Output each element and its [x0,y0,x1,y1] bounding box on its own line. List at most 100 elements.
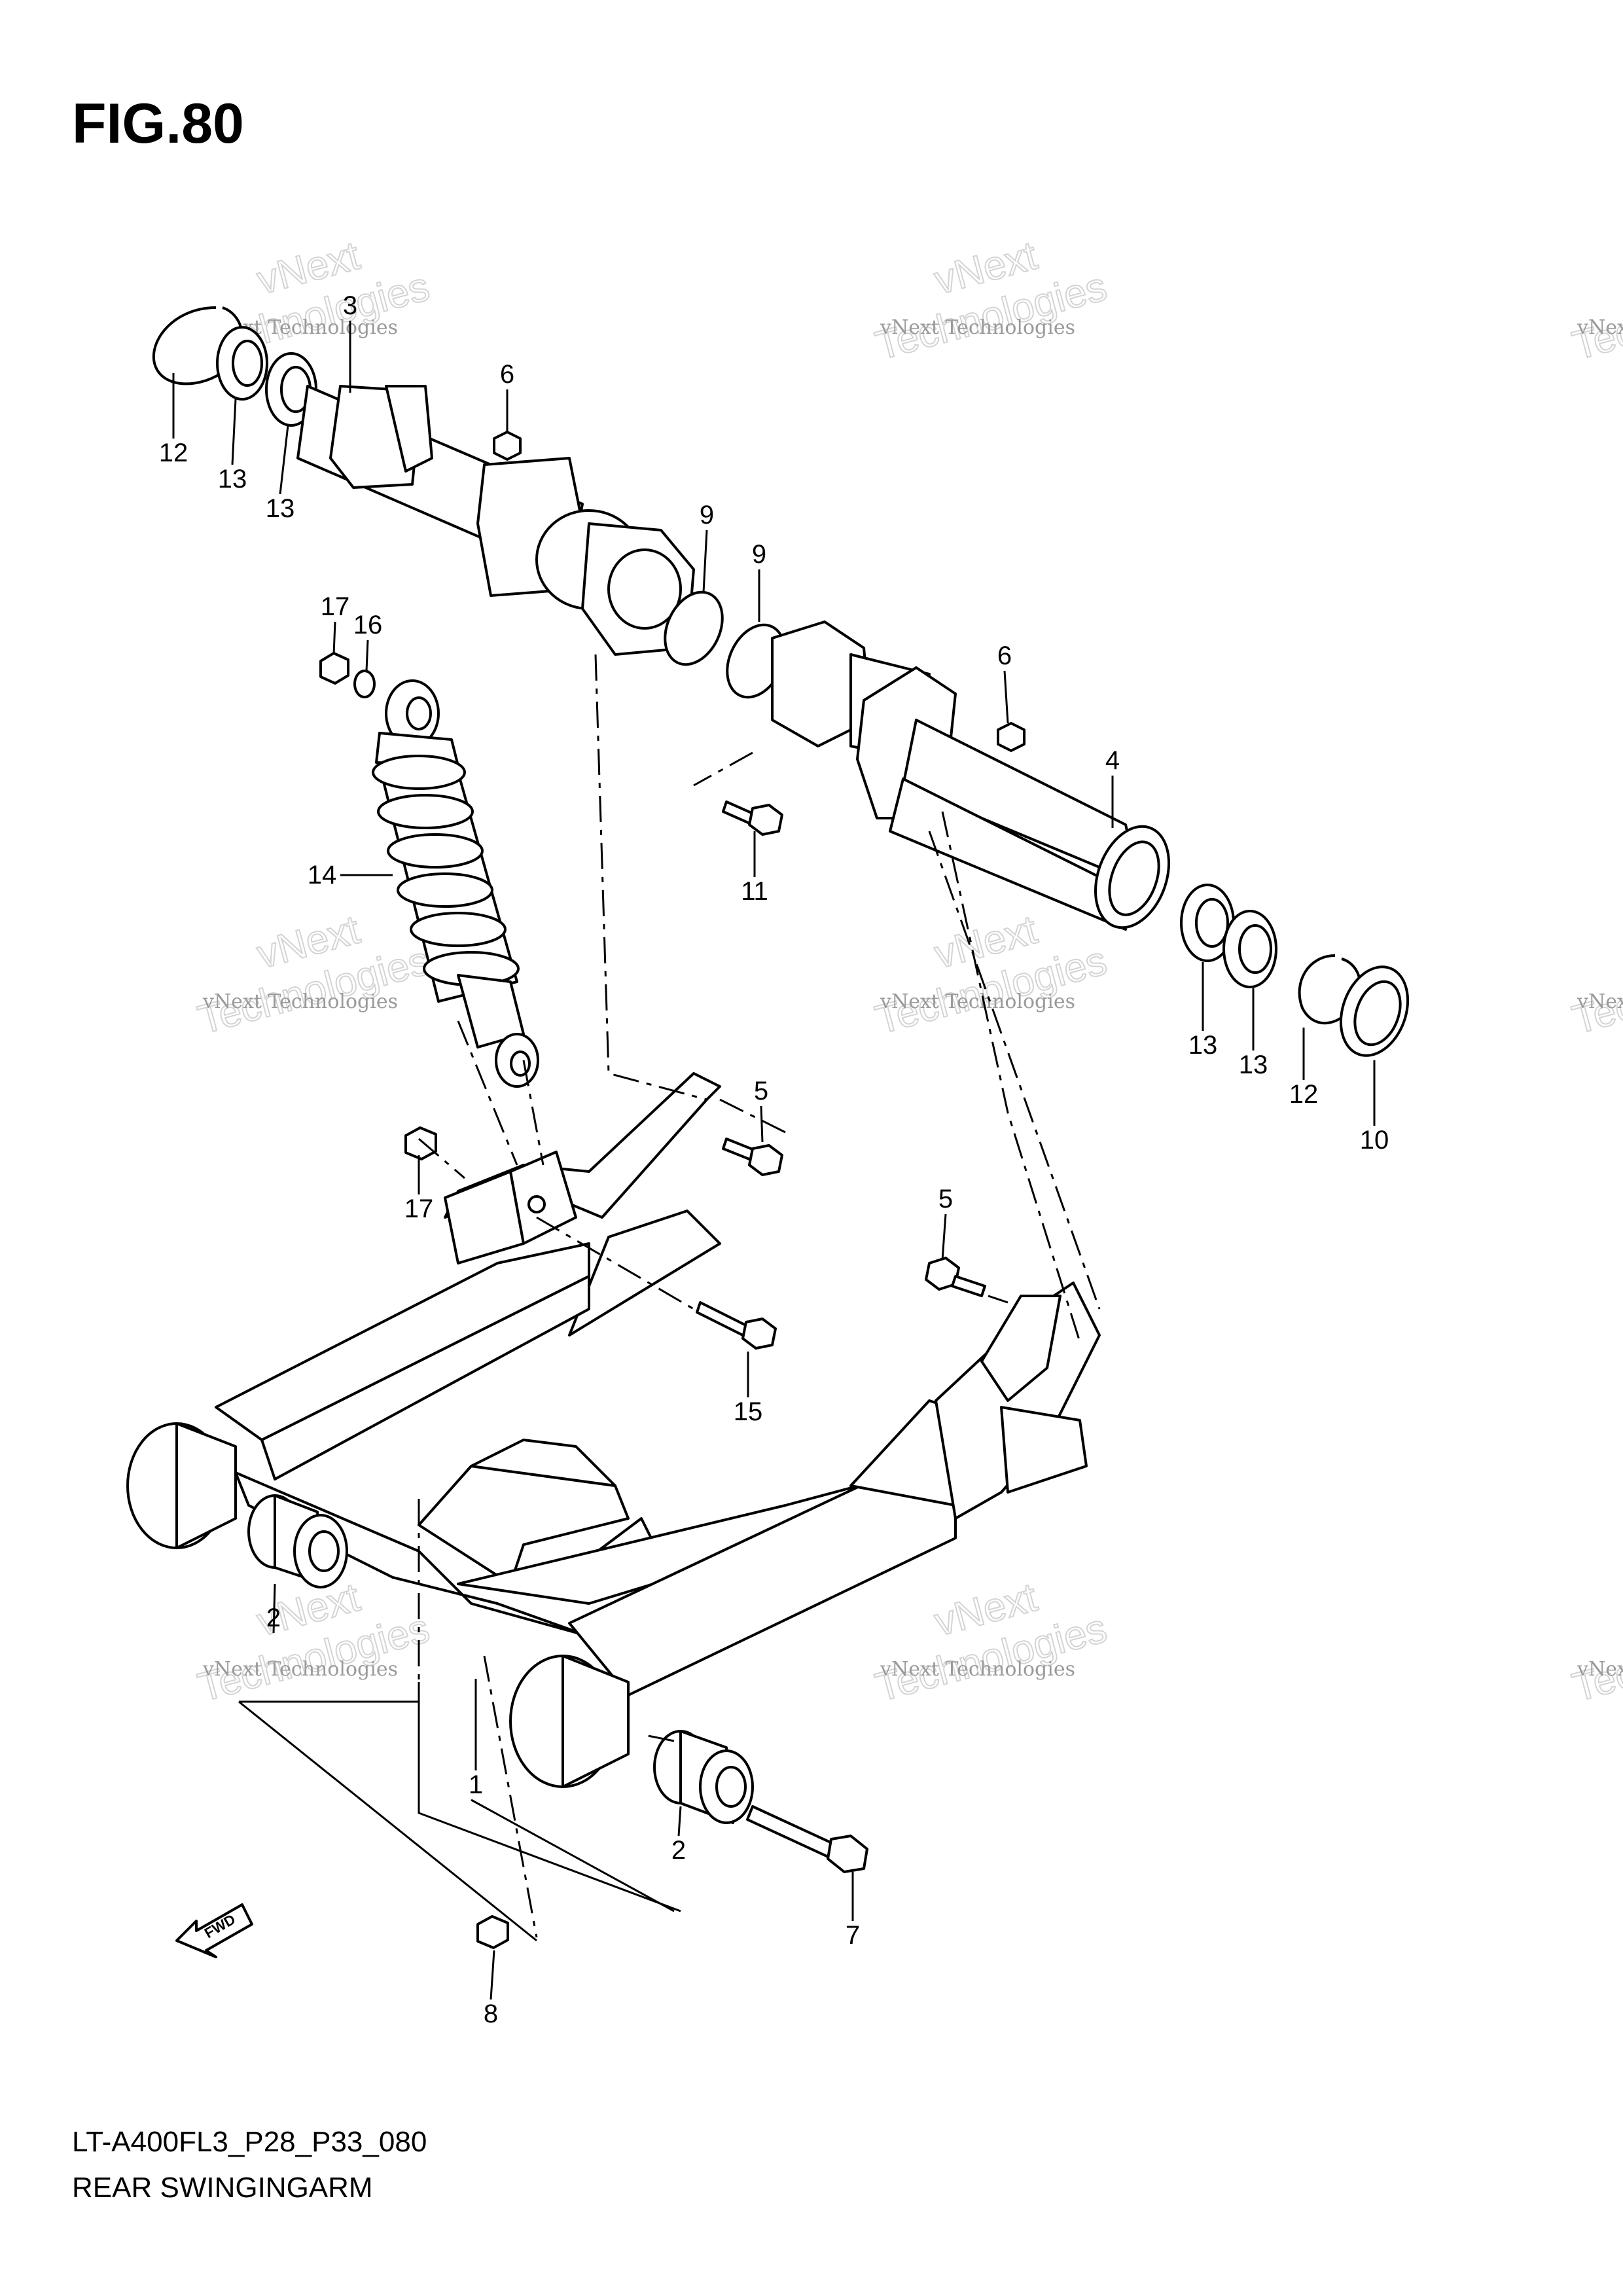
pivot-shaft-left[interactable] [296,385,695,656]
callout-13-13[interactable]: 13 [1188,962,1218,1060]
callout-17-18[interactable]: 17 [404,1155,434,1223]
bolt-15[interactable] [696,1301,777,1350]
callout-5-17[interactable]: 5 [754,1077,768,1143]
fwd-arrow-icon: FWD [175,1903,253,1958]
svg-text:vNext Technologies: vNext Technologies [1577,316,1623,339]
callout-2-23[interactable]: 2 [671,1806,686,1865]
callout-number: 6 [997,641,1012,670]
svg-text:vNext Technologies: vNext Technologies [202,990,398,1013]
callout-13-2[interactable]: 13 [266,425,295,523]
callout-12-0[interactable]: 12 [159,373,188,467]
callout-leader [702,529,708,593]
callout-5-19[interactable]: 5 [938,1185,953,1261]
washer-16[interactable] [353,670,376,698]
callout-7-24[interactable]: 7 [846,1872,860,1950]
model-code: LT-A400FL3_P28_P33_080 [72,2126,427,2158]
svg-text:vNext Technologies: vNext Technologies [880,316,1075,339]
callout-9-5[interactable]: 9 [700,501,714,593]
bracket-line-3 [238,1700,537,1942]
bracket-line-2 [471,1799,675,1912]
nut-6-upper[interactable] [493,431,522,461]
callout-6-9[interactable]: 6 [997,641,1012,724]
callout-number: 9 [752,540,766,569]
callout-number: 13 [1188,1031,1218,1060]
oil-seal-10[interactable] [1329,958,1419,1065]
bolt-5-upper[interactable] [722,1138,783,1176]
diagram-caption: REAR SWINGINGARM [72,2172,373,2204]
nut-6-lower[interactable] [997,722,1026,752]
callout-number: 7 [846,1921,860,1950]
svg-text:vNext Technologies: vNext Technologies [1577,1658,1623,1681]
callout-15-20[interactable]: 15 [734,1352,763,1426]
callout-6-4[interactable]: 6 [500,360,514,432]
callout-8-25[interactable]: 8 [484,1950,498,2028]
figure-title: FIG.80 [72,92,244,155]
callout-number: 9 [700,501,714,529]
bushing-2-left[interactable] [247,1494,348,1588]
svg-text:vNext Technologies: vNext Technologies [880,990,1075,1013]
callout-17-7[interactable]: 17 [321,592,350,655]
bearing-left-outer[interactable] [216,326,268,401]
callout-leader [760,1105,764,1143]
callout-number: 13 [218,465,247,493]
callout-14-11[interactable]: 14 [308,861,393,889]
callout-number: 12 [159,439,188,467]
callout-number: 17 [404,1194,434,1223]
callout-leader [279,425,289,495]
bolt-11[interactable] [722,800,783,836]
callout-10-16[interactable]: 10 [1360,1060,1389,1155]
bushing-2-right[interactable] [653,1730,754,1824]
callout-12-15[interactable]: 12 [1289,1028,1319,1109]
svg-text:vNext Technologies: vNext Technologies [1577,990,1623,1013]
callout-16-8[interactable]: 16 [353,611,383,672]
nut-17-upper[interactable] [319,652,349,685]
callout-number: 4 [1105,746,1120,775]
callout-number: 8 [484,2000,498,2028]
bearing-right-inner[interactable] [1222,910,1277,988]
callout-leader [332,621,336,655]
pivot-shaft-right[interactable] [771,620,1182,938]
callout-11-12[interactable]: 11 [741,831,768,906]
callout-13-14[interactable]: 13 [1239,988,1268,1079]
callout-13-1[interactable]: 13 [218,399,247,493]
rear-swingarm[interactable] [126,1072,1101,1788]
callout-leader [1003,670,1009,724]
callout-leader [677,1806,682,1837]
callout-number: 1 [469,1770,483,1799]
callout-2-21[interactable]: 2 [266,1583,281,1634]
callout-3-3[interactable]: 3 [343,291,357,393]
callout-4-10[interactable]: 4 [1105,746,1120,828]
nut-17-lower[interactable] [404,1126,437,1160]
callout-leader [490,1950,495,2000]
callout-number: 10 [1360,1126,1389,1155]
swingarm-upper-bracket[interactable] [444,1151,577,1265]
callout-number: 2 [671,1836,686,1865]
bolt-5-lower[interactable] [925,1257,986,1297]
callout-1-22[interactable]: 1 [469,1679,483,1799]
callout-number: 17 [321,592,350,621]
bolt-7[interactable] [746,1805,868,1873]
callout-number: 13 [266,494,295,523]
callout-leader [231,399,237,465]
callout-number: 3 [343,291,357,320]
callout-leader [365,639,369,672]
svg-text:vNext Technologies: vNext Technologies [880,1658,1075,1681]
callout-number: 12 [1289,1080,1319,1109]
nut-8[interactable] [476,1915,509,1949]
callout-9-6[interactable]: 9 [752,540,766,622]
o-ring-left[interactable] [654,583,734,674]
callout-number: 11 [741,877,768,906]
callout-number: 15 [734,1397,763,1426]
callout-number: 14 [308,861,337,889]
callout-number: 5 [938,1185,953,1213]
rear-shock-absorber[interactable] [372,679,539,1088]
svg-text:vNext Technologies: vNext Technologies [202,1658,398,1681]
